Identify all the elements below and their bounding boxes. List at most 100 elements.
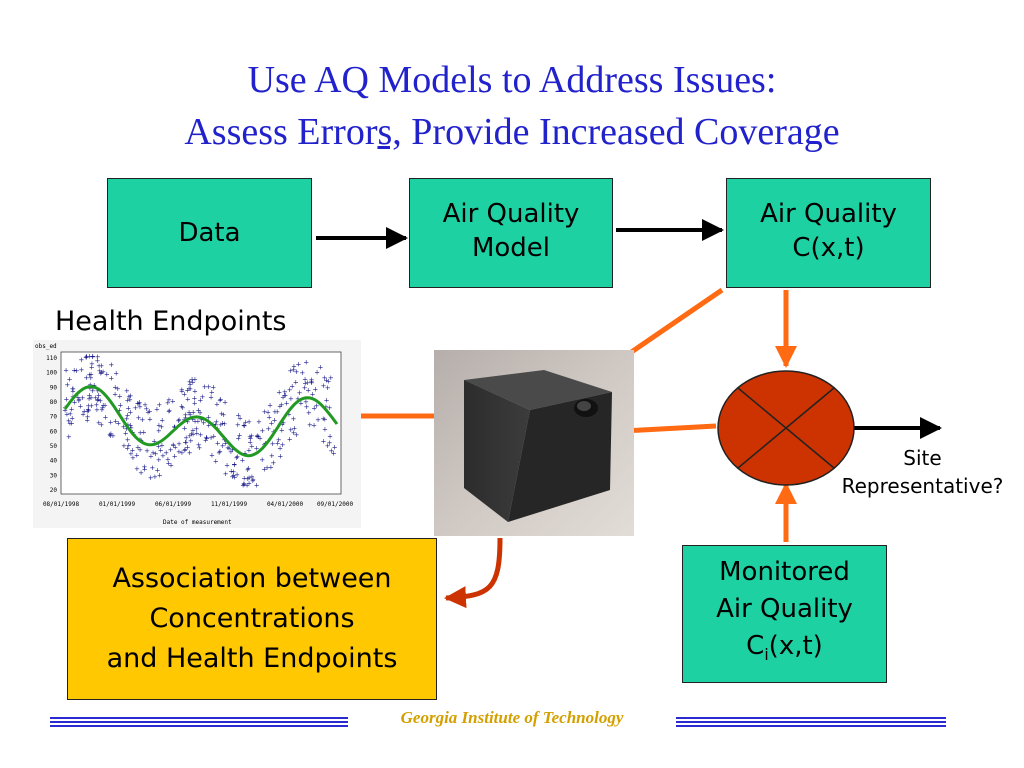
scatter-ytick: 90 xyxy=(50,384,58,391)
scatter-point: + xyxy=(80,411,86,419)
scatter-point: + xyxy=(237,415,243,423)
scatter-point: + xyxy=(152,473,158,481)
scatter-point: + xyxy=(115,419,121,427)
scatter-point: + xyxy=(64,411,70,419)
scatter-point: + xyxy=(312,385,318,393)
scatter-point: + xyxy=(156,427,162,435)
scatter-point: + xyxy=(125,397,131,405)
scatter-point: + xyxy=(176,448,182,456)
scatter-point: + xyxy=(95,396,101,404)
scatter-point: + xyxy=(125,436,131,444)
scatter-point: + xyxy=(235,421,241,429)
scatter-point: + xyxy=(231,461,237,469)
scatter-point: + xyxy=(277,444,283,452)
scatter-point: + xyxy=(125,412,131,420)
scatter-point: + xyxy=(220,419,226,427)
scatter-point: + xyxy=(83,353,89,361)
scatter-point: + xyxy=(188,437,194,445)
scatter-point: + xyxy=(172,443,178,451)
scatter-point: + xyxy=(143,405,149,413)
scatter-point: + xyxy=(310,390,316,398)
scatter-point: + xyxy=(64,381,70,389)
scatter-point: + xyxy=(243,418,249,426)
scatter-point: + xyxy=(88,394,94,402)
scatter-point: + xyxy=(314,369,320,377)
scatter-point: + xyxy=(66,417,72,425)
scatter-point: + xyxy=(83,353,89,361)
scatter-point: + xyxy=(112,383,118,391)
scatter-point: + xyxy=(76,397,82,405)
scatter-point: + xyxy=(246,479,252,487)
scatter-point: + xyxy=(172,452,178,460)
scatter-point: + xyxy=(304,379,310,387)
scatter-point: + xyxy=(270,440,276,448)
scatter-point: + xyxy=(124,415,130,423)
scatter-point: + xyxy=(209,388,215,396)
scatter-point: + xyxy=(197,396,203,404)
scatter-point: + xyxy=(97,397,103,405)
scatter-point: + xyxy=(85,406,91,414)
scatter-point: + xyxy=(189,375,195,383)
scatter-point: + xyxy=(102,414,108,422)
scatter-point: + xyxy=(249,432,255,440)
scatter-point: + xyxy=(216,449,222,457)
scatter-point: + xyxy=(90,387,96,395)
scatter-point: + xyxy=(291,429,297,437)
scatter-point: + xyxy=(191,394,197,402)
scatter-point: + xyxy=(183,414,189,422)
scatter-point: + xyxy=(128,422,134,430)
scatter-point: + xyxy=(331,449,337,457)
scatter-point: + xyxy=(222,420,228,428)
scatter-point: + xyxy=(245,465,251,473)
scatter-point: + xyxy=(265,425,271,433)
scatter-point: + xyxy=(123,429,129,437)
scatter-point: + xyxy=(127,408,133,416)
scatter-point: + xyxy=(145,409,151,417)
scatter-point: + xyxy=(99,369,105,377)
scatter-point: + xyxy=(144,447,150,455)
scatter-point: + xyxy=(187,381,193,389)
scatter-point: + xyxy=(124,387,130,395)
scatter-ytick: 40 xyxy=(50,458,58,465)
scatter-point: + xyxy=(142,401,148,409)
scatter-point: + xyxy=(195,407,201,415)
scatter-point: + xyxy=(130,454,136,462)
scatter-point: + xyxy=(246,418,252,426)
scatter-point: + xyxy=(274,408,280,416)
scatter-point: + xyxy=(124,445,130,453)
scatter-point: + xyxy=(95,357,101,365)
scatter-point: + xyxy=(79,366,85,374)
scatter-point: + xyxy=(309,376,315,384)
scatter-point: + xyxy=(185,444,191,452)
scatter-point: + xyxy=(221,411,227,419)
scatter-point: + xyxy=(187,411,193,419)
scatter-ytick: 100 xyxy=(46,370,57,377)
scatter-point: + xyxy=(303,398,309,406)
scatter-ytick: 80 xyxy=(50,399,58,406)
scatter-point: + xyxy=(239,456,245,464)
scatter-point: + xyxy=(328,374,334,382)
scatter-point: + xyxy=(245,475,251,483)
scatter-point: + xyxy=(302,384,308,392)
scatter-ytick: 20 xyxy=(50,487,58,494)
scatter-point: + xyxy=(228,448,234,456)
scatter-point: + xyxy=(199,416,205,424)
scatter-point: + xyxy=(235,434,241,442)
scatter-point: + xyxy=(124,425,130,433)
scatter-point: + xyxy=(194,429,200,437)
scatter-point: + xyxy=(205,413,211,421)
scatter-point: + xyxy=(287,386,293,394)
scatter-point: + xyxy=(261,465,267,473)
comparator-node xyxy=(717,370,855,486)
scatter-point: + xyxy=(295,395,301,403)
scatter-smooth-line xyxy=(63,385,339,458)
scatter-point: + xyxy=(218,395,224,403)
scatter-point: + xyxy=(202,383,208,391)
scatter-point: + xyxy=(266,413,272,421)
scatter-point: + xyxy=(276,389,282,397)
scatter-point: + xyxy=(95,387,101,395)
scatter-point: + xyxy=(214,400,220,408)
scatter-point: + xyxy=(190,379,196,387)
